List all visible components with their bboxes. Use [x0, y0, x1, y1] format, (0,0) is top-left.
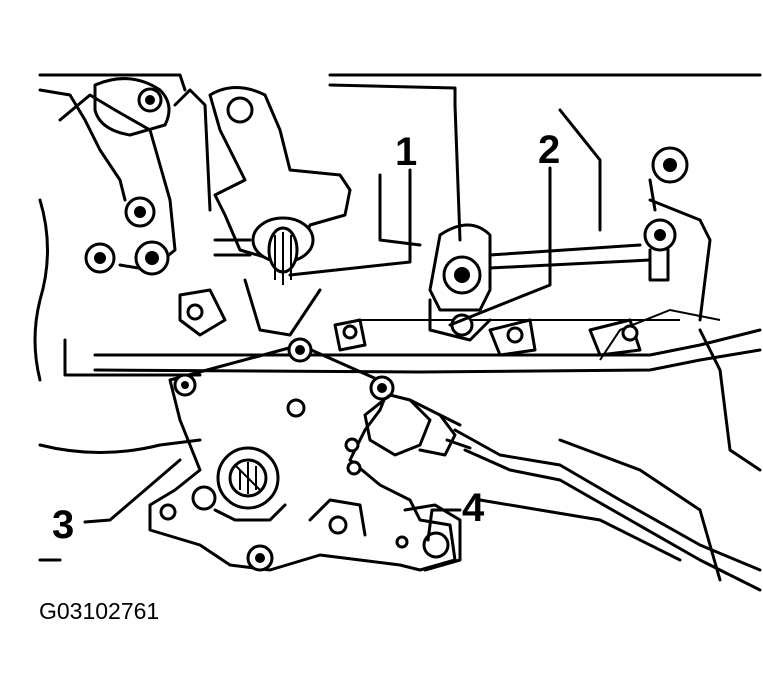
transmission-case [33, 73, 762, 582]
electrical-connector [363, 393, 762, 592]
leader-line-3 [83, 458, 182, 524]
figure-code: G03102761 [39, 598, 160, 624]
callout-1: 1 [395, 130, 418, 174]
detent-assembly [333, 146, 689, 357]
callout-3: 3 [52, 503, 75, 547]
callout-2: 2 [538, 128, 561, 172]
shift-lever [208, 86, 352, 337]
leader-lines [83, 166, 552, 542]
left-bracket [58, 77, 227, 337]
range-switch [148, 337, 462, 572]
leader-line-1 [288, 168, 412, 277]
leader-line-2 [448, 166, 552, 327]
leader-line-4 [426, 508, 462, 542]
callout-4: 4 [462, 486, 485, 530]
